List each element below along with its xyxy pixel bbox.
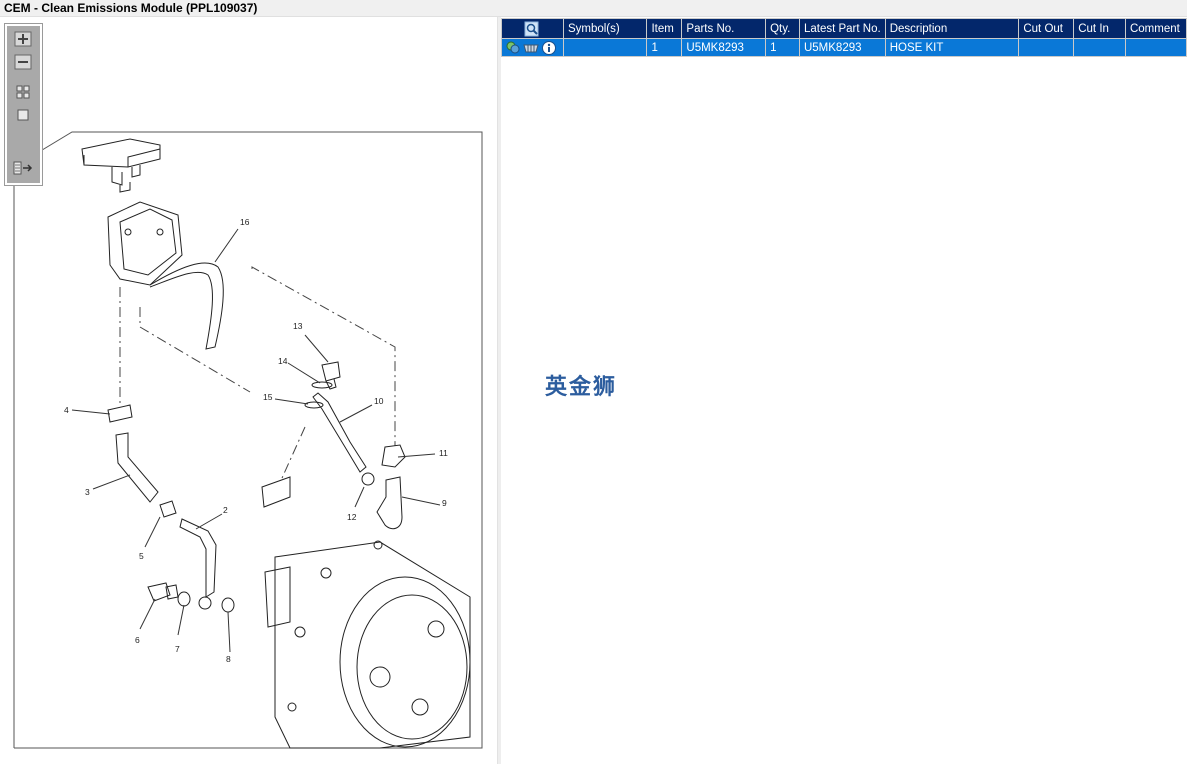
info-icon[interactable] [542, 40, 556, 55]
pipe-10-part [304, 361, 367, 473]
callout-8: 8 [226, 654, 231, 664]
parts-table: Symbol(s) Item Parts No. Qty. Latest Par… [501, 18, 1187, 57]
callout-4: 4 [64, 405, 69, 415]
cell-comment[interactable] [1124, 38, 1187, 57]
row-tools-cell[interactable] [501, 38, 564, 57]
pane-splitter[interactable] [497, 17, 501, 764]
fittings-part [147, 582, 235, 613]
zoom-out-button[interactable] [13, 53, 33, 71]
fit-window-button[interactable] [13, 106, 33, 124]
table-row[interactable]: 1 U5MK8293 1 U5MK8293 HOSE KIT [501, 38, 1187, 57]
callout-16: 16 [240, 217, 250, 227]
callout-2: 2 [223, 505, 228, 515]
toggle-panel-button[interactable] [13, 159, 33, 177]
diagram-frame [13, 131, 483, 749]
cell-cut-out[interactable] [1018, 38, 1075, 57]
column-header-parts-no[interactable]: Parts No. [681, 18, 767, 39]
window-title: CEM - Clean Emissions Module (PPL109037) [4, 1, 258, 15]
callout-9: 9 [442, 498, 447, 508]
callout-13: 13 [293, 321, 303, 331]
fit-all-button[interactable] [13, 83, 33, 101]
zoom-in-button[interactable] [13, 30, 33, 48]
panel-arrow-icon [13, 161, 33, 175]
column-header-description[interactable]: Description [884, 18, 1020, 39]
column-header-tools[interactable] [501, 18, 564, 39]
diagram-pane[interactable]: 16 13 14 15 10 11 9 12 4 3 5 2 6 7 8 [0, 17, 497, 764]
plus-icon [14, 31, 32, 47]
hose-3-part [107, 404, 177, 518]
callout-3: 3 [85, 487, 90, 497]
cell-parts-no[interactable]: U5MK8293 [681, 38, 767, 57]
grid-icon [16, 85, 30, 99]
callout-15: 15 [263, 392, 273, 402]
column-header-cut-out[interactable]: Cut Out [1018, 18, 1075, 39]
minus-icon [14, 54, 32, 70]
parts-pane: Symbol(s) Item Parts No. Qty. Latest Par… [501, 17, 1187, 764]
diagram-toolbar [4, 23, 43, 186]
callout-11: 11 [439, 448, 448, 458]
callout-6: 6 [135, 635, 140, 645]
parts-gear-icon[interactable] [506, 41, 520, 54]
cell-item[interactable]: 1 [646, 38, 683, 57]
watermark-logo: 英金狮 [545, 375, 618, 400]
callout-14: 14 [278, 356, 288, 366]
callout-7: 7 [175, 644, 180, 654]
callout-12: 12 [347, 512, 357, 522]
cell-description[interactable]: HOSE KIT [884, 38, 1020, 57]
column-header-latest-part-no[interactable]: Latest Part No. [798, 18, 886, 39]
column-header-symbols[interactable]: Symbol(s) [562, 18, 648, 39]
basket-icon[interactable] [523, 42, 539, 54]
parts-diagram[interactable]: 16 13 14 15 10 11 9 12 4 3 5 2 6 7 8 [0, 17, 497, 764]
search-document-icon [524, 21, 539, 36]
cell-cut-in[interactable] [1073, 38, 1126, 57]
hose-9-part [361, 444, 406, 530]
table-header-row: Symbol(s) Item Parts No. Qty. Latest Par… [501, 18, 1187, 39]
bracket-part [107, 201, 224, 350]
cell-latest-part-no[interactable]: U5MK8293 [798, 38, 886, 57]
pipe-2-part [179, 518, 217, 610]
column-header-comment[interactable]: Comment [1124, 18, 1187, 39]
filter-body-part [261, 476, 471, 749]
callout-10: 10 [374, 396, 384, 406]
column-header-item[interactable]: Item [646, 18, 683, 39]
cell-qty[interactable]: 1 [765, 38, 800, 57]
pressure-sensor-part [81, 138, 161, 193]
column-header-qty[interactable]: Qty. [765, 18, 800, 39]
square-icon [17, 109, 29, 121]
cell-symbols[interactable] [562, 38, 648, 57]
window-titlebar: CEM - Clean Emissions Module (PPL109037) [0, 0, 1187, 17]
callout-5: 5 [139, 551, 144, 561]
column-header-cut-in[interactable]: Cut In [1073, 18, 1126, 39]
